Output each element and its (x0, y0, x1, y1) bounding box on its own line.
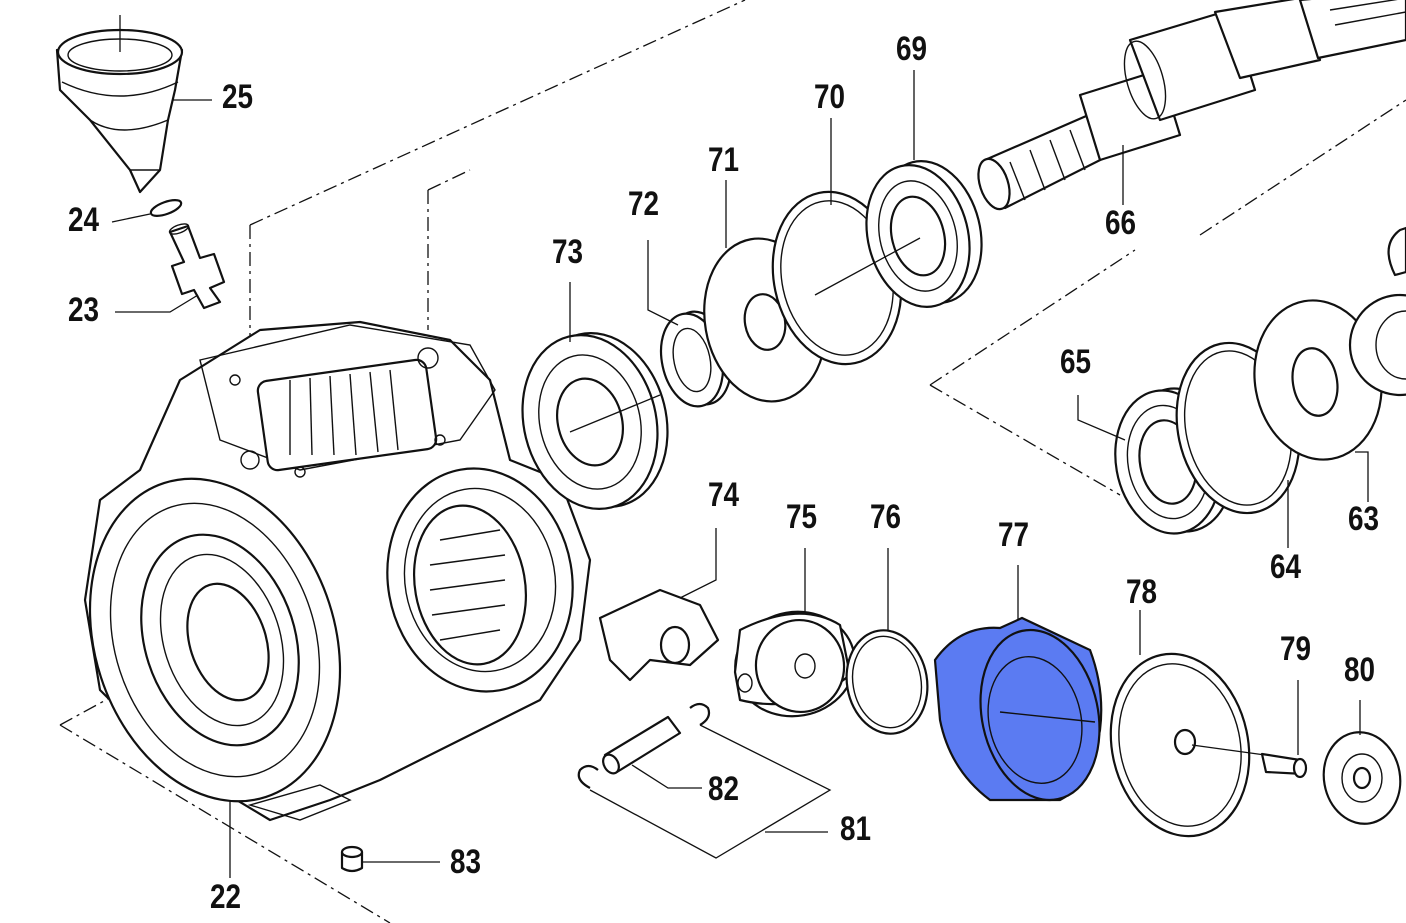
part-73-ball-bearing[interactable] (505, 319, 686, 524)
side-opening-ribs (429, 529, 506, 641)
part-23-fitting[interactable] (168, 222, 226, 310)
part-83-plug[interactable] (340, 845, 364, 873)
callout-77[interactable]: 77 (998, 516, 1030, 554)
part-82-pin[interactable] (600, 715, 682, 776)
callout-73[interactable]: 73 (552, 233, 584, 271)
callout-78[interactable]: 78 (1126, 573, 1158, 611)
callout-24[interactable]: 24 (68, 201, 100, 239)
assembly-axis-lines (59, 0, 1406, 923)
callout-80[interactable]: 80 (1344, 651, 1376, 689)
callout-72[interactable]: 72 (628, 185, 660, 223)
part-22-housing[interactable] (50, 320, 592, 834)
callout-75[interactable]: 75 (786, 498, 818, 536)
callout-71[interactable]: 71 (708, 141, 740, 179)
callout-74[interactable]: 74 (708, 476, 740, 514)
callout-leader-lines (111, 70, 1369, 878)
part-24-o-ring[interactable] (149, 197, 183, 219)
callout-69[interactable]: 69 (896, 30, 928, 68)
part-66-pinion-shaft[interactable] (973, 0, 1406, 213)
callout-81[interactable]: 81 (840, 810, 872, 848)
housing-top-ribs (289, 369, 399, 456)
partial-bearing-right (1348, 226, 1406, 397)
part-81-circlips[interactable] (577, 702, 711, 789)
part-25-funnel[interactable] (55, 15, 184, 194)
part-75-piston[interactable] (727, 602, 863, 725)
part-69-tapered-bearing[interactable] (814, 150, 996, 318)
callout-63[interactable]: 63 (1348, 500, 1380, 538)
part-77-cover-highlighted[interactable] (933, 616, 1115, 811)
callout-66[interactable]: 66 (1105, 204, 1137, 242)
callout-65[interactable]: 65 (1060, 343, 1092, 381)
callout-82[interactable]: 82 (708, 770, 740, 808)
callout-22[interactable]: 22 (210, 878, 242, 916)
callout-64[interactable]: 64 (1270, 548, 1302, 586)
part-78-cover-plate[interactable] (1094, 641, 1266, 849)
part-76-snap-ring[interactable] (839, 624, 936, 740)
part-74-bracket[interactable] (598, 588, 720, 682)
callout-23[interactable]: 23 (68, 291, 100, 329)
callout-79[interactable]: 79 (1280, 630, 1312, 668)
callout-83[interactable]: 83 (450, 843, 482, 881)
callout-70[interactable]: 70 (814, 78, 846, 116)
callout-76[interactable]: 76 (870, 498, 902, 536)
part-80-cap[interactable] (1317, 726, 1406, 830)
callout-25[interactable]: 25 (222, 78, 254, 116)
part-79-plug[interactable] (1260, 752, 1308, 779)
